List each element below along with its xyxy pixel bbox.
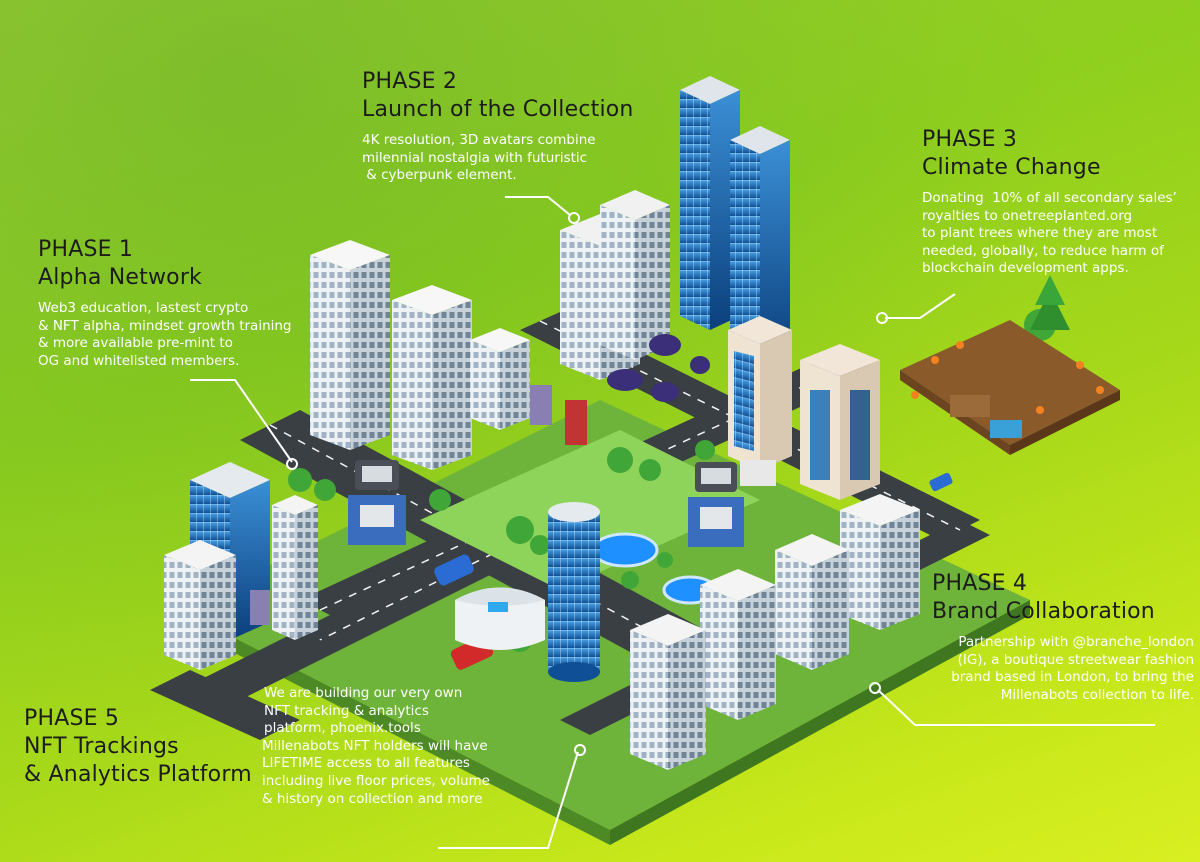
phase4-line: brand based in London, to bring the bbox=[951, 669, 1194, 686]
phase5-line: NFT tracking & analytics bbox=[264, 702, 429, 719]
phase2-line: milennial nostalgia with futuristic bbox=[362, 149, 588, 166]
phase3-title: Climate Change bbox=[922, 155, 1101, 180]
phase5-line: We are building our very own bbox=[264, 685, 463, 701]
phase5-line: including live floor prices, volume bbox=[262, 772, 490, 789]
callout-dots bbox=[286, 212, 888, 756]
phase1-callout: PHASE 1 Alpha Network Web3 education, la… bbox=[38, 236, 338, 370]
phase3-line: Donating 10% of all secondary sales’ bbox=[922, 190, 1177, 206]
phase5-label: PHASE 5 bbox=[24, 706, 120, 731]
phase4-label: PHASE 4 bbox=[932, 571, 1028, 596]
phase1-towers bbox=[310, 240, 530, 470]
phase4-line: Partnership with @branche_london bbox=[958, 634, 1194, 650]
robot-left bbox=[348, 460, 406, 545]
phase2-line: & cyberpunk element. bbox=[362, 167, 517, 184]
phase1-label: PHASE 1 bbox=[38, 237, 134, 262]
phase1-line: & NFT alpha, mindset growth training bbox=[38, 317, 292, 334]
pool-building bbox=[455, 587, 545, 650]
phase2-label: PHASE 2 bbox=[362, 69, 458, 94]
phase1-title: Alpha Network bbox=[38, 265, 203, 290]
robot-right bbox=[688, 462, 744, 547]
phase1-line: OG and whitelisted members. bbox=[38, 352, 240, 369]
mech-robots bbox=[250, 385, 587, 625]
creatures bbox=[607, 334, 710, 402]
phase2-line: 4K resolution, 3D avatars combine bbox=[362, 132, 596, 148]
phase1-line: Web3 education, lastest crypto bbox=[38, 300, 249, 316]
phase3-line: royalties to onetreeplanted.org bbox=[922, 207, 1133, 224]
phase5-line: LIFETIME access to all features bbox=[262, 755, 470, 772]
fountain-pool bbox=[591, 532, 659, 568]
phase5-callout: PHASE 5 NFT Trackings & Analytics Platfo… bbox=[24, 705, 269, 789]
phase5-line: Millenabots NFT holders will have bbox=[262, 737, 488, 754]
phase5-line: & history on collection and more bbox=[262, 790, 483, 807]
phase5-line: platform, phoenix.tools bbox=[264, 720, 421, 737]
phase4-title: Brand Collaboration bbox=[932, 599, 1155, 624]
phase3-line: blockchain development apps. bbox=[922, 260, 1129, 277]
phase3-line: to plant trees where they are most bbox=[922, 225, 1158, 242]
phase4-description: Partnership with @branche_london (IG), a… bbox=[932, 634, 1194, 704]
callout-connectors bbox=[190, 196, 1155, 849]
trees bbox=[288, 309, 1056, 652]
phase2-callout: PHASE 2 Launch of the Collection 4K reso… bbox=[362, 68, 662, 185]
phase2-title: Launch of the Collection bbox=[362, 97, 634, 122]
phase4-line: (IG), a boutique streetwear fashion bbox=[957, 651, 1194, 668]
phase3-label: PHASE 3 bbox=[922, 127, 1018, 152]
phase4-callout: PHASE 4 Brand Collaboration Partnership … bbox=[932, 570, 1194, 704]
cylinder-tower bbox=[548, 502, 600, 682]
phase1-description: Web3 education, lastest crypto & NFT alp… bbox=[38, 300, 338, 370]
phase3-line: needed, globally, to reduce harm of bbox=[922, 242, 1164, 259]
phase3-towers bbox=[728, 316, 880, 500]
phase4-line: Millenabots collection to life. bbox=[1000, 686, 1194, 703]
cars bbox=[434, 460, 953, 670]
tree-planting-platform bbox=[900, 275, 1120, 455]
phase3-description: Donating 10% of all secondary sales’ roy… bbox=[922, 190, 1192, 278]
phase3-callout: PHASE 3 Climate Change Donating 10% of a… bbox=[922, 126, 1192, 278]
phase5-title-line1: NFT Trackings bbox=[24, 734, 179, 759]
phase5-title-line2: & Analytics Platform bbox=[24, 762, 252, 787]
phase1-line: & more available pre-mint to bbox=[38, 335, 233, 352]
phase5-description: We are building our very own NFT trackin… bbox=[262, 685, 517, 808]
phase2-towers bbox=[560, 76, 790, 380]
phase2-description: 4K resolution, 3D avatars combine milenn… bbox=[362, 132, 662, 185]
phase4-apartments bbox=[630, 494, 920, 770]
